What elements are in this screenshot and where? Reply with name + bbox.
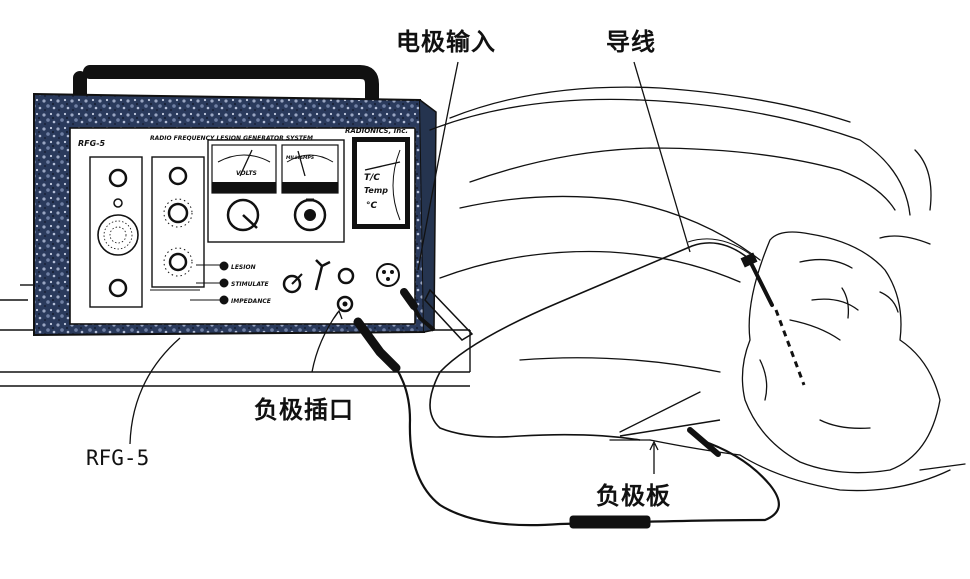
ground-cable — [353, 317, 780, 529]
temp-meter-top: T/C — [364, 173, 380, 183]
leader-lead-wire — [633, 61, 691, 253]
control-knob-1 — [168, 166, 188, 186]
mode-impedance-label: IMPEDANCE — [231, 298, 272, 305]
panel-brand: RADIONICS, Inc. — [345, 127, 408, 135]
negative-jack — [336, 295, 354, 313]
toggle-switch — [314, 259, 331, 291]
leader-electrode-input — [417, 61, 459, 271]
panel-system-title: RADIO FREQUENCY LESION GENERATOR SYSTEM — [150, 135, 313, 142]
volts-meter-sub: RF — [240, 187, 248, 193]
callout-device-model: RFG-5 — [86, 446, 150, 470]
mode-lesion-label: LESION — [231, 264, 256, 271]
ground-jack-upper — [337, 267, 355, 285]
mode-indicators — [150, 261, 229, 305]
lead-wire — [400, 238, 751, 441]
leader-device-model — [129, 337, 181, 445]
leader-negative-jack-arrow — [333, 309, 343, 320]
stimulus-knob-top — [108, 168, 128, 188]
rfg5-generator: RFG-5 RADIO FREQUENCY LESION GENERATOR S… — [33, 65, 437, 337]
control-knob-3 — [163, 247, 193, 277]
patient — [429, 86, 966, 492]
callout-lead-wire: 导线 — [606, 28, 656, 56]
leader-lines — [129, 61, 691, 474]
mode-stimulate-label: STIMULATE — [231, 281, 269, 288]
indicator-lamp — [113, 198, 123, 208]
negative-plate — [424, 288, 721, 437]
power-control-knob — [293, 198, 327, 232]
volts-meter — [211, 144, 277, 194]
volts-meter-label: VOLTS — [236, 170, 257, 177]
electrode-needle — [740, 252, 806, 386]
callout-negative-jack: 负极插口 — [254, 396, 354, 424]
mode-selector-switch — [282, 273, 303, 294]
milliamps-meter-label: MILLIAMPS — [286, 155, 314, 161]
milliamps-meter-sub: RF — [306, 187, 314, 193]
electrode-input-socket — [376, 263, 400, 287]
milliamps-meter — [281, 144, 339, 194]
callout-negative-plate: 负极板 — [596, 482, 671, 510]
volts-control-knob — [226, 198, 260, 232]
temperature-meter — [352, 137, 410, 229]
temp-meter-mid: Temp — [364, 186, 388, 195]
stimulus-knob-bottom — [108, 278, 128, 298]
panel-model-label: RFG-5 — [78, 139, 106, 148]
callout-electrode-input: 电极输入 — [396, 28, 496, 56]
speaker-grille — [97, 214, 139, 256]
leader-negative-plate-arrow — [649, 440, 659, 451]
temp-meter-unit: °C — [366, 201, 378, 211]
control-knob-2 — [163, 198, 193, 228]
